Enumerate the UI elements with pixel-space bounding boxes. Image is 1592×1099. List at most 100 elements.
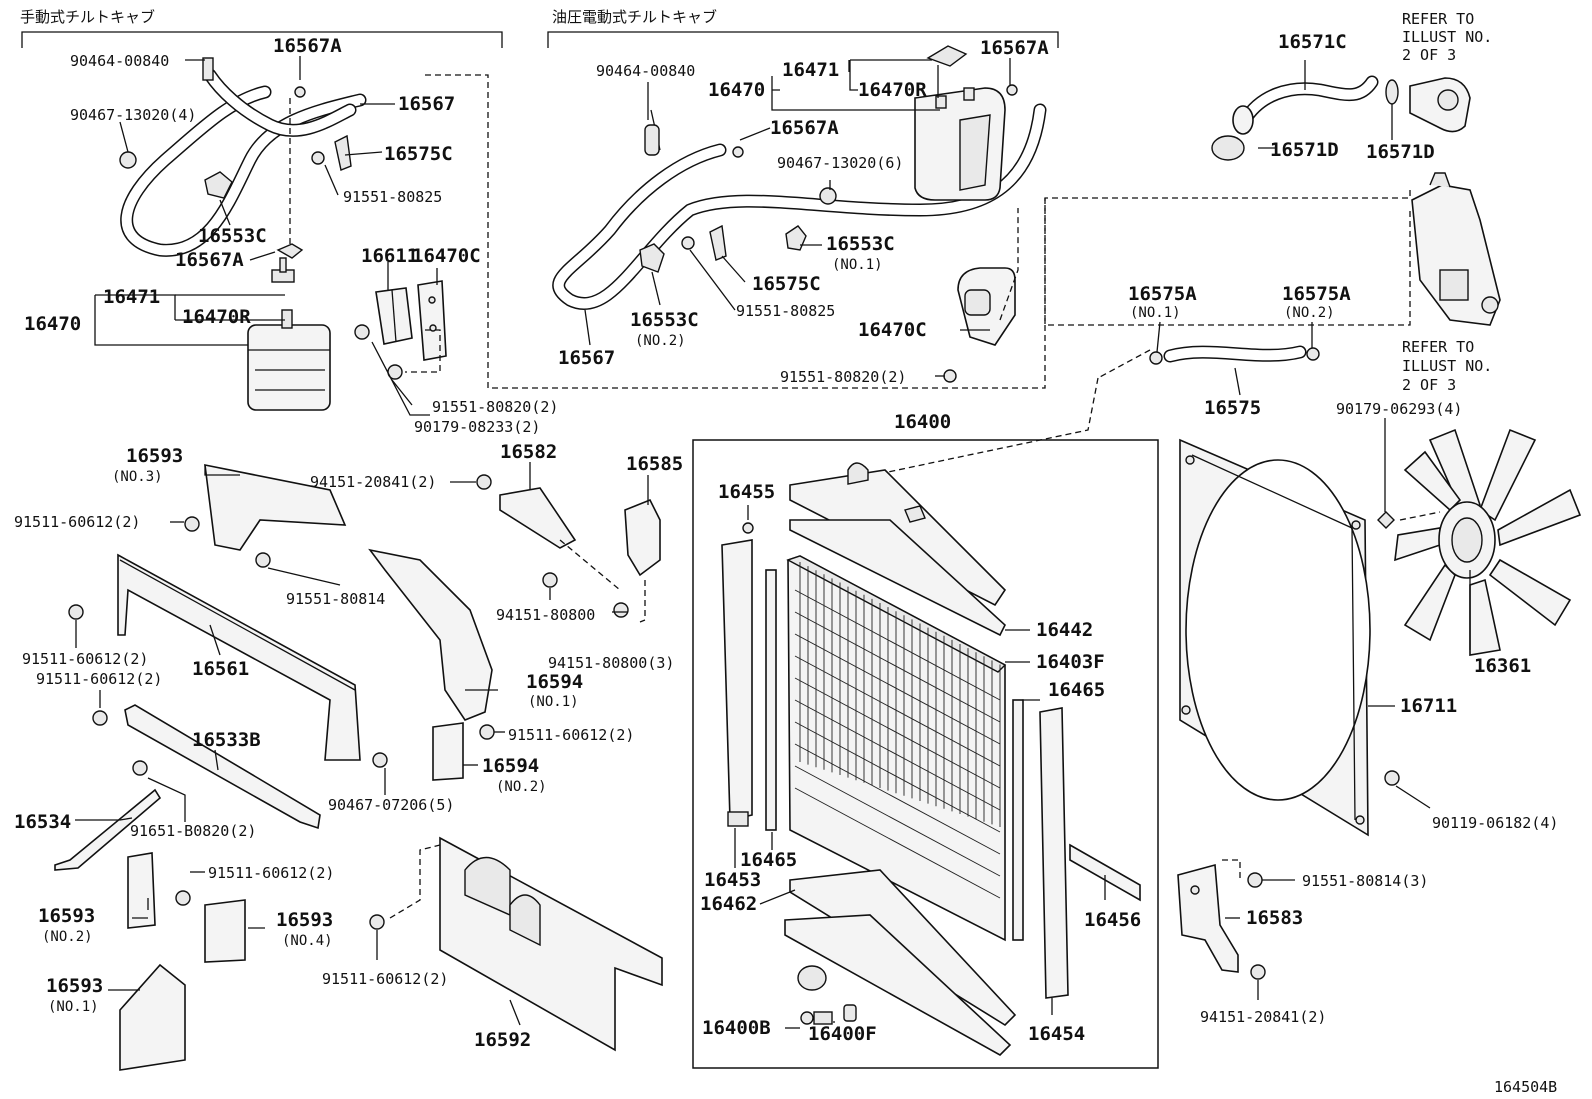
part-label: 16582 [500, 441, 557, 463]
part-label: 16575A [1282, 283, 1351, 305]
part-label: 16711 [1400, 695, 1457, 717]
part-label: 91551-80820(2) [432, 398, 558, 416]
refer-note-line: 2 OF 3 [1402, 46, 1456, 64]
hose-clamp-icon [819, 187, 837, 205]
part-label: 16611 [361, 245, 418, 267]
hose-16571c [1232, 75, 1379, 135]
clamp-icon [644, 124, 660, 156]
bolt-icon [1384, 770, 1400, 786]
part-label: 91551-80814 [286, 590, 385, 608]
nut-icon [1377, 511, 1395, 529]
part-label-sub: (NO.3) [112, 469, 163, 485]
part-label: 16470C [412, 245, 481, 267]
part-label: 16470R [858, 79, 927, 101]
section-manual-tilt-cab: 手動式チルトキャブ [20, 8, 503, 48]
bolt-icon [1247, 872, 1263, 888]
part-label: 16585 [626, 453, 683, 475]
section-hydraulic-tilt-cab: 油圧電動式チルトキャブ [547, 8, 1059, 48]
part-label: 90179-06293(4) [1336, 400, 1462, 418]
clamp-16575a-icon [1149, 351, 1163, 365]
reservoir-hose-manual [120, 68, 367, 257]
part-label: 16567A [273, 35, 342, 57]
part-label: 16462 [700, 893, 757, 915]
bolt-icon [68, 604, 84, 620]
part-label: 91511-60612(2) [36, 670, 162, 688]
part-label: 16567 [398, 93, 455, 115]
part-label: 16593 [38, 905, 95, 927]
bolt-icon [943, 369, 957, 383]
cap-icon [294, 86, 306, 98]
part-label: 16567 [558, 347, 615, 369]
nut-icon [354, 324, 370, 340]
part-label: 90467-07206(5) [328, 796, 454, 814]
part-label: 16533B [192, 729, 261, 751]
part-label: 16593 [126, 445, 183, 467]
part-label: 16553C [630, 309, 699, 331]
bracket-16593-no1 [119, 963, 186, 1071]
bracket-16575c-icon [334, 134, 352, 171]
part-label: 91511-60612(2) [508, 726, 634, 744]
clip-16553c-icon [785, 225, 807, 251]
part-label: 16567A [770, 117, 839, 139]
drain-cock-16400B [800, 1011, 833, 1025]
part-label-sub: (NO.2) [496, 779, 547, 795]
part-label-sub: (NO.4) [282, 933, 333, 949]
nut-icon [542, 572, 558, 588]
part-label: 16575C [384, 143, 453, 165]
part-label: 16465 [1048, 679, 1105, 701]
nut-icon [613, 602, 629, 618]
part-label: 16571D [1366, 141, 1435, 163]
part-label-sub: (NO.1) [48, 999, 99, 1015]
clip-16553c-icon [204, 171, 233, 199]
part-label: 16583 [1246, 907, 1303, 929]
bolt-icon [132, 760, 148, 776]
bolt-icon [369, 914, 385, 930]
radiator-lower-tank [784, 914, 1012, 1056]
refer-note-line: ILLUST NO. [1402, 28, 1492, 46]
part-label-sub: (NO.1) [528, 694, 579, 710]
fan-shroud-16711 [1179, 438, 1371, 837]
bracket-16470c-hydraulic [957, 267, 1016, 346]
part-label: 16470 [708, 79, 765, 101]
bracket-16611 [375, 287, 413, 345]
part-label: 16567A [175, 249, 244, 271]
refer-note-line: ILLUST NO. [1402, 357, 1492, 375]
bracket-16470c-manual [417, 280, 447, 361]
rod-16533B [124, 704, 321, 830]
bracket-16594-no1 [368, 548, 493, 721]
part-label: 16471 [782, 59, 839, 81]
part-label-sub: (NO.2) [635, 333, 686, 349]
refer-note-line: 2 OF 3 [1402, 376, 1456, 394]
part-label-sub: (NO.2) [42, 929, 93, 945]
part-label: 16575C [752, 273, 821, 295]
water-outlet-top [1409, 77, 1471, 133]
part-label: 91511-60612(2) [14, 513, 140, 531]
part-label: 91511-60612(2) [208, 864, 334, 882]
part-label: 16534 [14, 811, 71, 833]
part-label: 90464-00840 [596, 62, 695, 80]
radiator-assembly-box [692, 439, 1159, 1069]
leader-lines [75, 56, 1471, 1029]
side-panel-16454 [1039, 707, 1069, 999]
part-label: 91511-60612(2) [22, 650, 148, 668]
header-manual-tilt-cab: 手動式チルトキャブ [20, 8, 155, 26]
part-label: 91551-80814(3) [1302, 872, 1428, 890]
part-label: 16442 [1036, 619, 1093, 641]
part-label: 16470 [24, 313, 81, 335]
part-label: 90179-08233(2) [414, 418, 540, 436]
reservoir-tank-hydraulic [914, 87, 1006, 201]
part-label: 16471 [103, 286, 160, 308]
clamp-16575a-icon [1306, 347, 1320, 361]
part-label: 90464-00840 [70, 52, 169, 70]
part-label: 16400B [702, 1017, 771, 1039]
part-label-sub: (NO.1) [1130, 305, 1181, 321]
bracket-16593-no2 [127, 852, 156, 929]
part-label: 16456 [1084, 909, 1141, 931]
nut-icon [1250, 964, 1266, 980]
bracket-16575c-icon [709, 224, 727, 261]
seal-16465-right [1012, 699, 1024, 941]
part-label: 16470R [182, 306, 251, 328]
part-label: 16567A [980, 37, 1049, 59]
stay-16582 [499, 487, 577, 549]
